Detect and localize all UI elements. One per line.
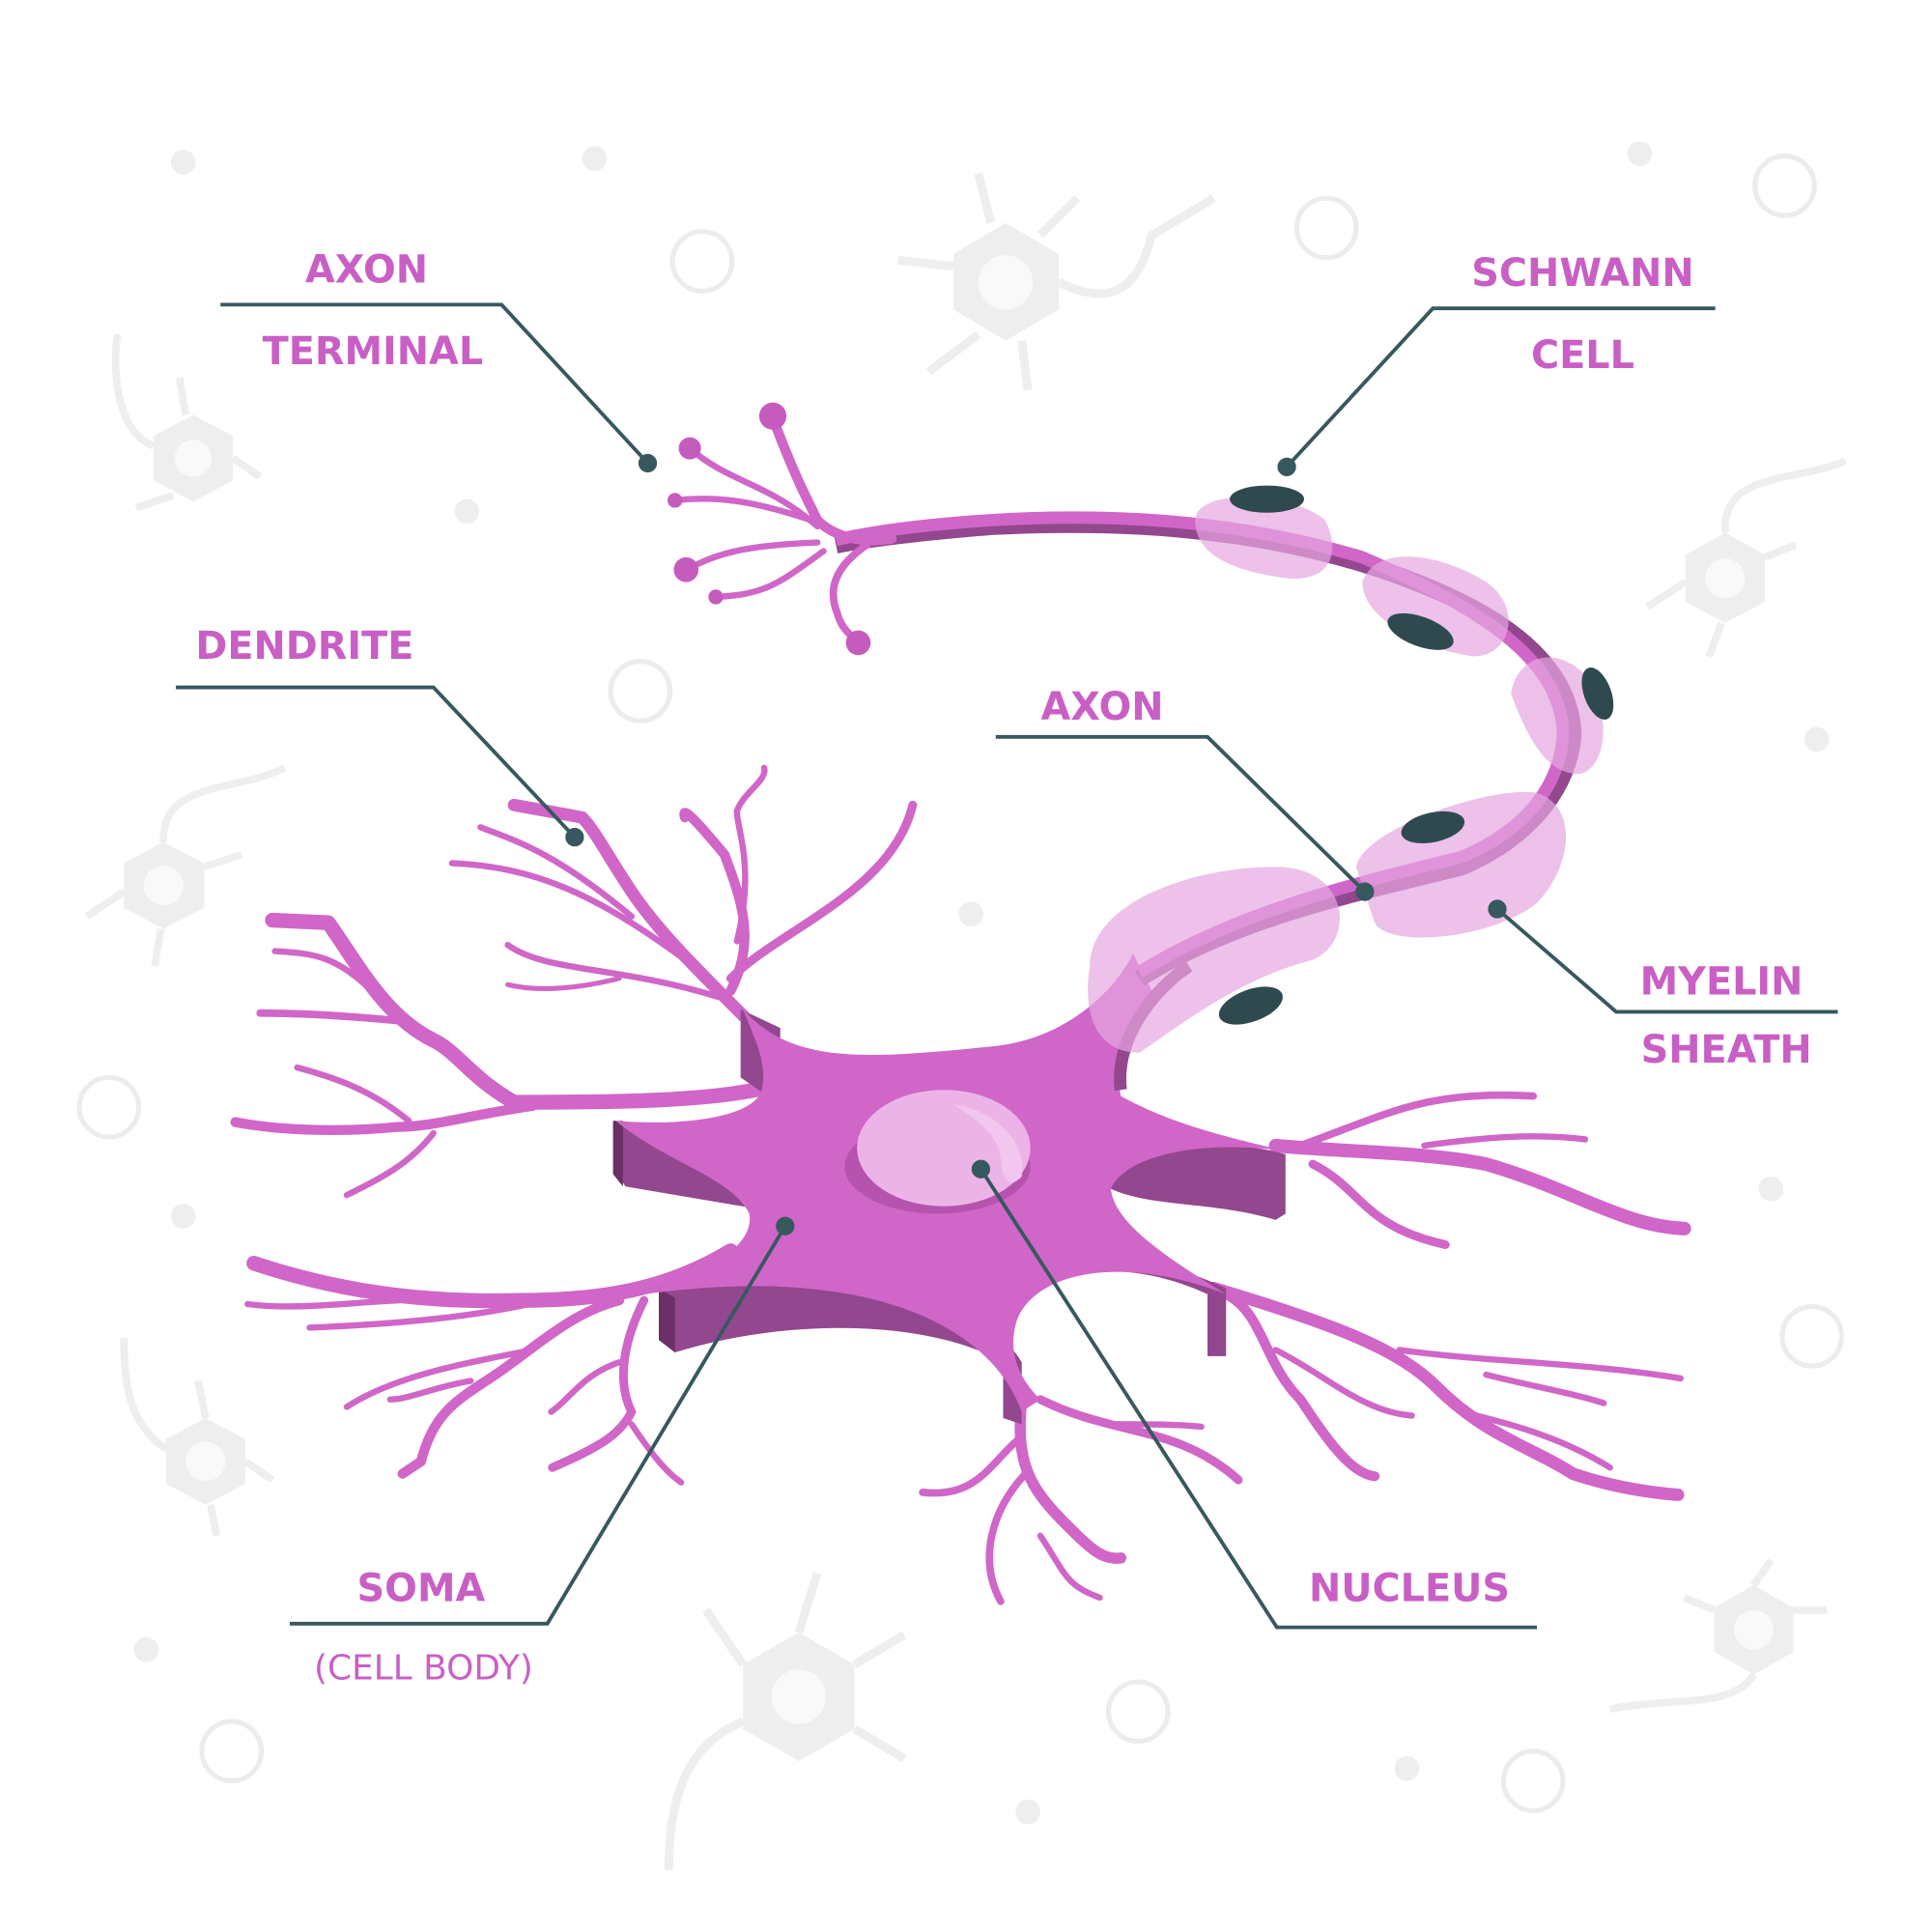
label-axon: AXON — [1041, 685, 1164, 729]
bg-neuron-icon — [111, 333, 263, 512]
myelin-sheath — [1088, 497, 1604, 1053]
axon-terminal — [671, 415, 897, 645]
leader-lines — [176, 302, 1838, 1630]
bg-neuron-icon — [120, 1337, 275, 1537]
label-schwann-cell-line2: CELL — [1531, 333, 1634, 378]
bg-neuron-icon — [84, 764, 287, 967]
label-schwann-cell-line1: SCHWANN — [1471, 251, 1693, 296]
dendrites — [230, 764, 1691, 1605]
label-myelin-sheath-line1: MYELIN — [1640, 959, 1804, 1004]
label-dendrite: DENDRITE — [195, 624, 413, 668]
bg-neuron-icon — [896, 172, 1216, 391]
label-soma-subtitle: (CELL BODY) — [314, 1648, 533, 1688]
bg-neuron-icon — [1608, 1558, 1828, 1714]
bg-neuron-icon — [1645, 457, 1847, 658]
label-nucleus: NUCLEUS — [1309, 1567, 1510, 1611]
background-decorations — [76, 141, 1847, 1870]
label-soma: SOMA — [357, 1567, 486, 1611]
soma — [612, 953, 1289, 1425]
schwann-cell-nuclei — [1218, 485, 1614, 1025]
label-axon-terminal-line2: TERMINAL — [263, 329, 483, 374]
label-myelin-sheath-line2: SHEATH — [1641, 1028, 1812, 1072]
label-axon-terminal-line1: AXON — [305, 247, 428, 292]
terminal-buttons — [668, 402, 871, 656]
bg-neuron-icon — [664, 1571, 907, 1870]
